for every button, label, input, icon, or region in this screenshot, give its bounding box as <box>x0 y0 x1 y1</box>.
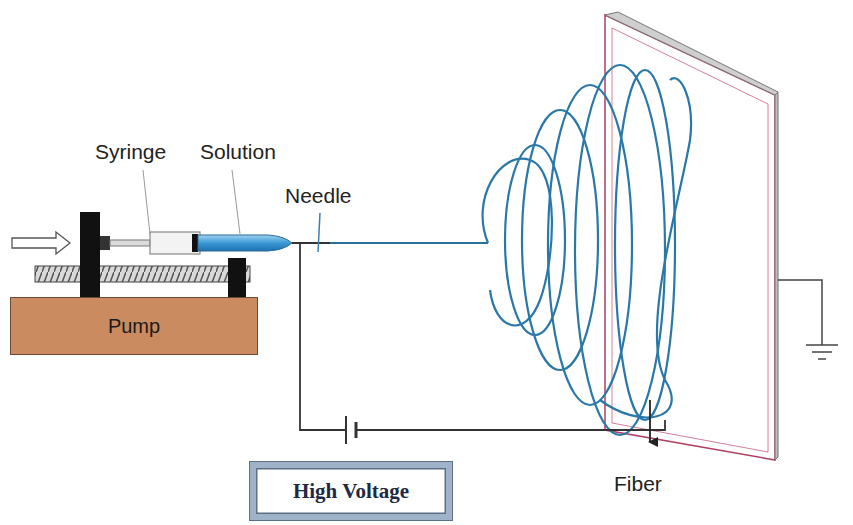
collector-edge <box>775 92 778 460</box>
hv-wire <box>300 243 346 430</box>
fiber-coils <box>483 65 691 435</box>
ground-symbol <box>806 344 838 346</box>
syringe-barrel <box>150 232 200 254</box>
ground-symbol <box>818 358 826 360</box>
part-label: Syringe <box>95 140 166 164</box>
ground-symbol <box>812 351 832 353</box>
part-label: Solution <box>200 140 276 164</box>
threaded-rod <box>35 266 250 282</box>
needle <box>292 242 330 244</box>
plunger-rod <box>110 240 150 246</box>
hv-wire <box>356 420 665 430</box>
box-text: High Voltage <box>293 479 409 504</box>
voltage-box: High Voltage <box>250 462 452 520</box>
leader-line <box>232 170 240 234</box>
pump-post <box>228 258 246 300</box>
part-label: Needle <box>285 184 352 208</box>
box-text: Pump <box>108 315 160 338</box>
syringe-seal <box>192 234 198 252</box>
solution-fill <box>198 235 292 251</box>
polymer-jet <box>330 242 488 244</box>
collector-edge <box>605 12 778 95</box>
ground-wire <box>778 280 822 345</box>
leader-line <box>318 213 320 252</box>
pump-box: Pump <box>10 297 258 355</box>
plunger-head <box>100 236 110 250</box>
fiber-arrow <box>649 400 651 442</box>
pump-post <box>80 212 100 300</box>
part-label: Fiber <box>614 472 662 496</box>
collector-inner <box>612 28 768 452</box>
battery-symbol <box>345 416 347 444</box>
leader-line <box>143 170 150 234</box>
push-arrow <box>12 232 70 254</box>
